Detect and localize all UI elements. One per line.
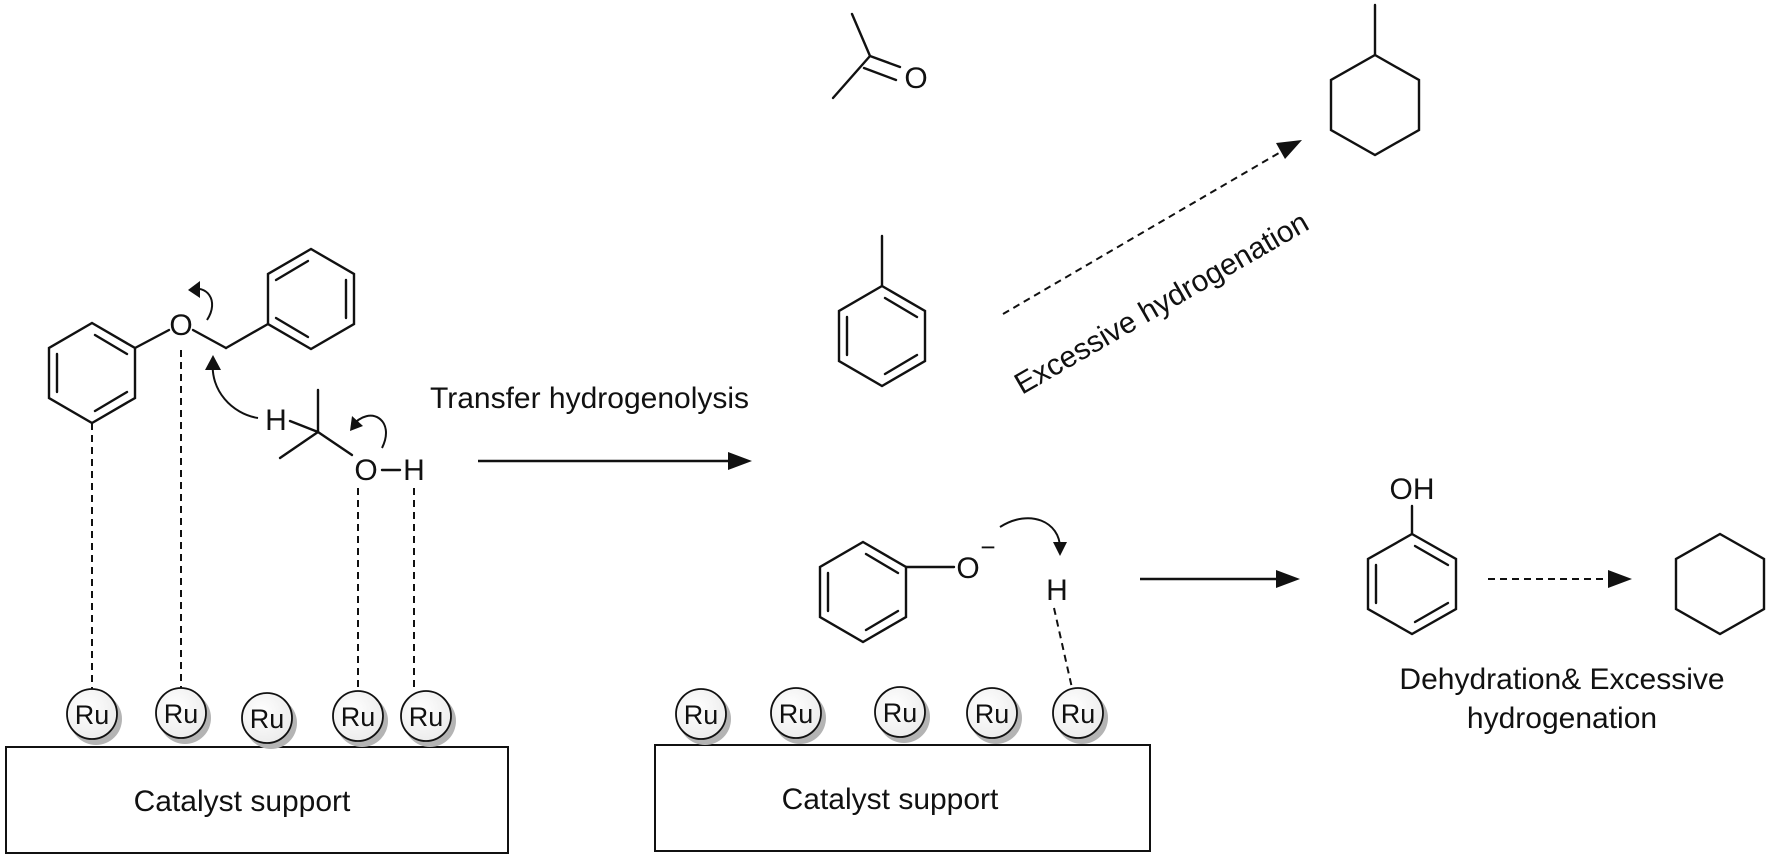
ipa-hydrogen-o: H (403, 454, 425, 487)
ru-particle: Ru (66, 688, 122, 745)
acetone: O (831, 12, 928, 100)
right-support-label: Catalyst support (782, 783, 999, 816)
ru-particle: Ru (332, 690, 388, 747)
left-support-label: Catalyst support (134, 785, 351, 818)
ru-label: Ru (684, 700, 719, 730)
reaction-arrow-phenol (1140, 570, 1300, 588)
transfer-hydrogenolysis-label: Transfer hydrogenolysis (430, 382, 749, 415)
ru-particle: Ru (770, 687, 826, 744)
methylcyclohexane (1329, 3, 1421, 157)
excessive-hydrogenation-label: Excessive hydrogenation (1009, 206, 1314, 401)
ru-particle: Ru (155, 687, 211, 744)
ru-label: Ru (1061, 699, 1096, 729)
ether-oxygen: O (169, 309, 192, 342)
dehydration-label-line1: Dehydration& Excessive (1399, 663, 1724, 696)
cyclohexane (1674, 532, 1766, 636)
ru-particle: Ru (400, 690, 456, 747)
curly-arrow-oh (351, 414, 387, 449)
ru-label: Ru (975, 699, 1010, 729)
ru-particle: Ru (1052, 687, 1108, 744)
right-catalyst-support: Catalyst support (654, 744, 1151, 852)
ru-label: Ru (250, 704, 285, 734)
phenol-oh: OH (1390, 473, 1435, 506)
ru-label: Ru (779, 699, 814, 729)
dashed-arrow-dehydration (1488, 570, 1632, 588)
ru-label: Ru (409, 702, 444, 732)
ru-label: Ru (883, 698, 918, 728)
curly-arrow-protonation (999, 517, 1061, 549)
ru-particle: Ru (966, 687, 1022, 744)
benzyl-phenyl-ether: O (47, 247, 356, 425)
ru-label: Ru (75, 700, 110, 730)
phenoxide: O − (818, 532, 996, 644)
ru-label: Ru (164, 699, 199, 729)
phenol: OH (1366, 473, 1458, 636)
ru-particle: Ru (874, 686, 930, 743)
ipa-hydrogen-c: H (265, 404, 287, 437)
left-catalyst-support: Catalyst support (5, 746, 509, 854)
adsorption-lines-left (91, 350, 415, 691)
isopropanol: H O H (265, 388, 425, 487)
dehydration-label-line2: hydrogenation (1467, 702, 1657, 735)
phenoxide-charge: − (980, 532, 995, 562)
toluene (837, 234, 927, 388)
ru-label: Ru (341, 702, 376, 732)
left-ru-particles: Ru Ru Ru Ru Ru (66, 687, 456, 749)
acetone-oxygen: O (904, 62, 927, 95)
ru-particle: Ru (675, 688, 731, 745)
adsorption-line-right (1053, 607, 1073, 689)
reaction-arrow-main (478, 452, 752, 470)
phenoxide-oxygen: O (956, 552, 979, 585)
surface-hydrogen: H (1046, 574, 1068, 607)
ipa-oxygen: O (354, 454, 377, 487)
ru-particle: Ru (241, 692, 297, 749)
right-ru-particles: Ru Ru Ru Ru Ru (675, 686, 1108, 745)
curly-arrow-hydride (211, 361, 259, 419)
dashed-arrow-excessive (1002, 140, 1302, 315)
